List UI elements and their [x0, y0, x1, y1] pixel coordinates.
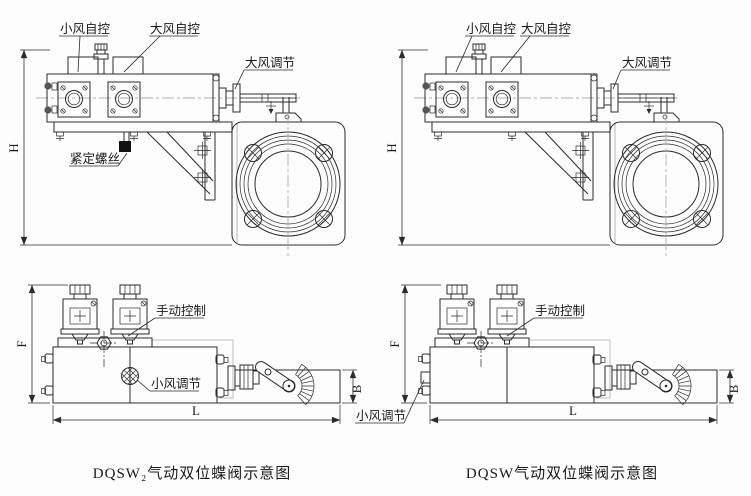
caption-dqsw: DQSW气动双位蝶阀示意图 [466, 464, 658, 482]
dimension-h: H [384, 49, 610, 246]
dim-label-f: F [387, 340, 402, 347]
label-big-adjust: 大风调节 [234, 56, 295, 90]
label-small-adjust: 小风调节 [355, 379, 425, 424]
label-text: 小风自控 [466, 22, 517, 36]
dim-label-l: L [569, 403, 577, 418]
label-text: 小风自控 [60, 22, 111, 36]
actuator-assembly [35, 43, 346, 257]
label-text: 小风调节 [151, 377, 201, 391]
dimension-l: L [52, 403, 341, 424]
dim-label-l: L [192, 403, 200, 418]
label-text: 大风调节 [622, 56, 672, 70]
label-text: 大风调节 [245, 56, 295, 70]
dimension-l: L [429, 403, 718, 424]
label-small-adjust: 小风调节 [136, 377, 201, 392]
label-manual-control: 手动控制 [127, 304, 206, 337]
set-screw [119, 132, 131, 152]
small-air-adjuster-port [420, 371, 431, 384]
diagram-dqsw2-bottom-view: F L B 手动控制 小风调节 [14, 285, 364, 424]
dimension-b: B [342, 369, 364, 404]
actuator-assembly [413, 43, 724, 257]
dimension-h: H [6, 49, 232, 246]
label-text: 大风自控 [150, 22, 201, 36]
dimension-f: F [387, 284, 441, 404]
label-text: 手动控制 [535, 304, 585, 318]
dim-label-f: F [14, 340, 29, 347]
label-big-auto: 大风自控 [123, 22, 201, 73]
diagram-dqsw-top-view: H 小风自控 大风自控 大风调节 [384, 22, 724, 257]
diagram-dqsw2-top-view: H 小风自控 大风自控 大风调节 紧定螺丝 [6, 22, 346, 257]
label-text: 手动控制 [156, 304, 206, 318]
dim-label-h: H [6, 143, 21, 152]
label-small-auto: 小风自控 [455, 22, 517, 73]
label-big-adjust: 大风调节 [612, 56, 672, 90]
label-manual-control: 手动控制 [506, 304, 585, 337]
small-air-adjuster-port [121, 367, 139, 385]
dim-label-h: H [384, 143, 399, 152]
label-set-screw: 紧定螺丝 [69, 151, 128, 167]
label-text: 紧定螺丝 [70, 151, 120, 166]
dimension-b: B [719, 369, 741, 404]
valve-bottom-assembly [419, 285, 718, 405]
label-text: 小风调节 [356, 409, 406, 423]
label-text: 大风自控 [521, 22, 572, 36]
label-small-auto: 小风自控 [59, 22, 111, 73]
diagram-dqsw-bottom-view: F L B 手动控制 小风调节 [355, 285, 741, 424]
dimension-f: F [14, 284, 68, 404]
label-big-auto: 大风自控 [500, 22, 572, 73]
dim-label-b: B [726, 384, 741, 393]
dim-label-b: B [349, 384, 364, 393]
caption-dqsw2: DQSW₂气动双位蝶阀示意图 [93, 464, 291, 482]
